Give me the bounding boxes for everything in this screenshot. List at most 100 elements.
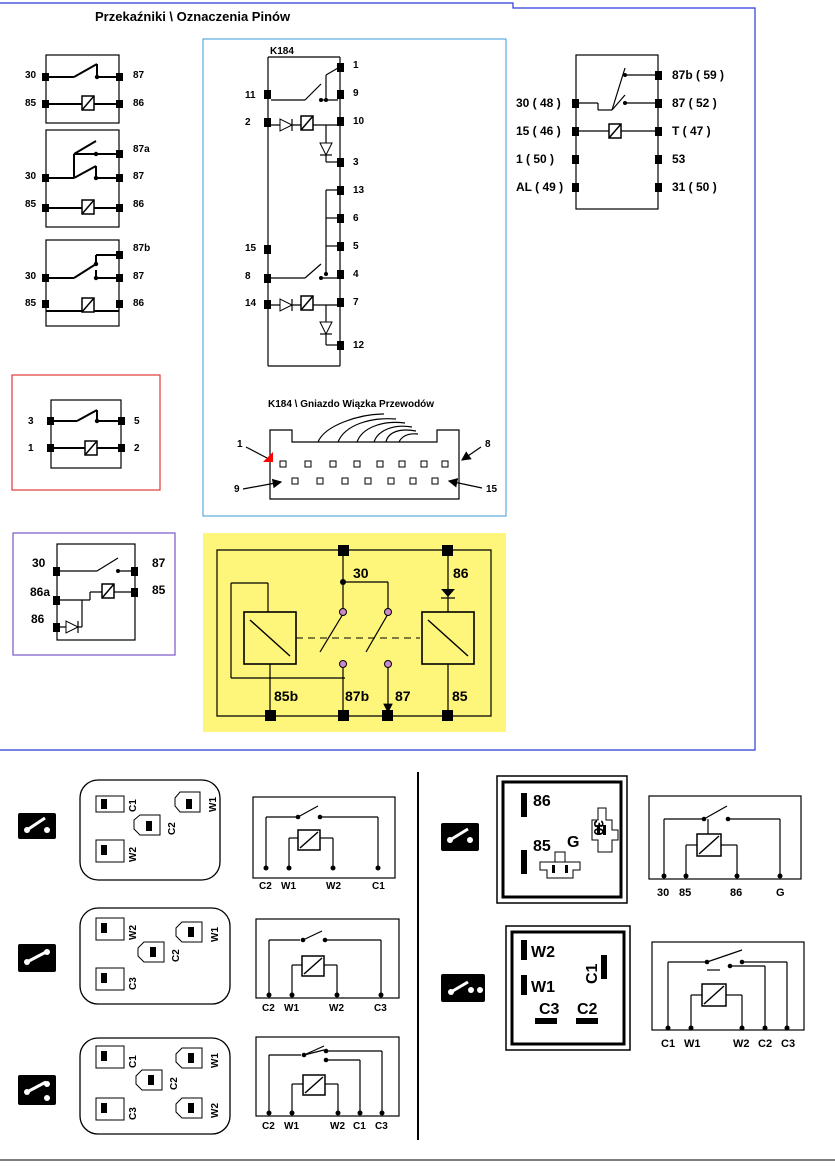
k184-pin-8: 8 bbox=[245, 271, 251, 282]
relay1-pin-87: 87 bbox=[133, 70, 145, 81]
yellow-pin-87: 87 bbox=[395, 688, 411, 704]
socket-b-c2: C2 bbox=[171, 949, 182, 962]
k184-pin-10: 10 bbox=[353, 116, 365, 127]
socket-e: W2 W1 C1 C3 C2 bbox=[505, 925, 631, 1051]
circuit-c-w1: W1 bbox=[284, 1121, 299, 1132]
k184-pin-9: 9 bbox=[353, 88, 359, 99]
relay2-pin-86: 86 bbox=[133, 199, 145, 210]
socket-a-w2: W2 bbox=[128, 847, 139, 862]
relay5-pin-86: 86 bbox=[31, 612, 45, 626]
socket-e-c1: C1 bbox=[584, 963, 601, 984]
relay3-pin-85: 85 bbox=[25, 298, 37, 309]
relay1-pin-86: 86 bbox=[133, 98, 145, 109]
outer-frame bbox=[0, 2, 756, 751]
k184-pin-2: 2 bbox=[245, 117, 251, 128]
relay3-pin-87: 87 bbox=[133, 271, 145, 282]
circuit-a-w1: W1 bbox=[281, 881, 296, 892]
circuit-e-w2: W2 bbox=[733, 1038, 750, 1050]
k184-pin-15: 15 bbox=[245, 243, 257, 254]
relay4-pin-2: 2 bbox=[134, 443, 140, 454]
circuit-c: C2 W1 W2 C1 C3 bbox=[255, 1036, 400, 1132]
relay-3: 87b 30 87 85 86 bbox=[25, 239, 150, 327]
socket-d-g: G bbox=[567, 834, 579, 851]
k184-pin-5: 5 bbox=[353, 241, 359, 252]
socket-d: 86 30 85 G bbox=[496, 775, 628, 904]
socket-pin-1: 1 bbox=[237, 439, 243, 450]
rr-label-1-50: 1 ( 50 ) bbox=[516, 152, 554, 166]
k184-pin-13: 13 bbox=[353, 185, 365, 196]
socket-e-w2: W2 bbox=[531, 944, 555, 961]
circuit-a: C2 W1 W2 C1 bbox=[252, 796, 396, 892]
rr-label-al-49: AL ( 49 ) bbox=[516, 180, 563, 194]
switch-symbol-icon-e bbox=[441, 974, 485, 1002]
relay3-pin-87b: 87b bbox=[133, 243, 150, 254]
circuit-e-c1: C1 bbox=[661, 1038, 675, 1050]
circuit-e-w1: W1 bbox=[684, 1038, 701, 1050]
relay3-pin-30: 30 bbox=[25, 271, 37, 282]
yellow-pin-85: 85 bbox=[452, 688, 468, 704]
circuit-b-w2: W2 bbox=[329, 1003, 344, 1014]
socket-c-w2: W2 bbox=[210, 1103, 221, 1118]
k184-title: K184 bbox=[270, 46, 294, 57]
relay5-pin-87: 87 bbox=[152, 556, 166, 570]
k184-pin-11: 11 bbox=[245, 90, 256, 101]
circuit-b: C2 W1 W2 C3 bbox=[255, 918, 400, 1014]
circuit-a-w2: W2 bbox=[326, 881, 341, 892]
switch-symbol-icon-d bbox=[441, 823, 479, 851]
socket-c: C1 W1 C2 C3 W2 bbox=[79, 1037, 231, 1135]
k184-pin-14: 14 bbox=[245, 298, 257, 309]
switch-symbol-icon-c bbox=[18, 1075, 56, 1105]
relay5-pin-30: 30 bbox=[32, 556, 46, 570]
socket-a-c2: C2 bbox=[167, 822, 178, 835]
socket-b: W2 W1 C2 C3 bbox=[79, 907, 231, 1005]
circuit-d: 30 85 86 G bbox=[648, 795, 802, 899]
socket-e-c3: C3 bbox=[539, 1001, 560, 1018]
k184-pin-4: 4 bbox=[353, 269, 359, 280]
circuit-a-c1: C1 bbox=[372, 881, 385, 892]
relay2-pin-85: 85 bbox=[25, 199, 37, 210]
k184-block: K184 bbox=[202, 38, 507, 517]
switch-symbol-icon-b bbox=[18, 944, 56, 972]
socket-c-c2: C2 bbox=[169, 1077, 180, 1090]
rr-label-53: 53 bbox=[672, 152, 686, 166]
relay1-pin-30: 30 bbox=[25, 70, 37, 81]
circuit-b-c3: C3 bbox=[374, 1003, 387, 1014]
relay5-pin-86a: 86a bbox=[30, 585, 50, 599]
k184-pin-6: 6 bbox=[353, 213, 359, 224]
right-relay: 30 ( 48 ) 15 ( 46 ) 1 ( 50 ) AL ( 49 ) 8… bbox=[516, 54, 724, 210]
rr-label-30-48: 30 ( 48 ) bbox=[516, 96, 561, 110]
rr-label-87b-59: 87b ( 59 ) bbox=[672, 68, 724, 82]
socket-b-c3: C3 bbox=[128, 977, 139, 990]
socket-a-c1: C1 bbox=[128, 799, 139, 812]
socket-pin-9: 9 bbox=[234, 484, 240, 495]
socket-pin-15: 15 bbox=[486, 484, 498, 495]
relay-5: 30 87 86a 85 86 bbox=[12, 532, 176, 656]
relay5-pin-85: 85 bbox=[152, 583, 166, 597]
circuit-c-c1: C1 bbox=[353, 1121, 366, 1132]
yellow-panel bbox=[203, 533, 506, 732]
socket-e-c2: C2 bbox=[577, 1001, 598, 1018]
socket-b-w2: W2 bbox=[128, 925, 139, 940]
yellow-pin-30: 30 bbox=[353, 565, 369, 581]
page-title: Przekaźniki \ Oznaczenia Pinów bbox=[95, 9, 291, 24]
yellow-relay: 30 86 85b 87b 87 85 bbox=[203, 533, 506, 732]
socket-d-30: 30 bbox=[591, 820, 607, 836]
k184-pin-3: 3 bbox=[353, 157, 359, 168]
relay4-pin-3: 3 bbox=[28, 416, 34, 427]
circuit-d-30: 30 bbox=[657, 887, 669, 899]
k184-pin-1: 1 bbox=[353, 60, 359, 71]
rr-label-87-52: 87 ( 52 ) bbox=[672, 96, 717, 110]
rr-label-t-47: T ( 47 ) bbox=[672, 124, 711, 138]
relay2-pin-87a: 87a bbox=[133, 144, 150, 155]
k184-pin-12: 12 bbox=[353, 340, 365, 351]
circuit-a-c2: C2 bbox=[259, 881, 272, 892]
socket-d-85: 85 bbox=[533, 838, 551, 855]
relay4-pin-1: 1 bbox=[28, 443, 34, 454]
socket-c-c1: C1 bbox=[128, 1055, 139, 1068]
relay-1: 30 87 85 86 bbox=[25, 54, 145, 124]
circuit-e-c3: C3 bbox=[781, 1038, 795, 1050]
relay2-pin-30: 30 bbox=[25, 171, 37, 182]
yellow-pin-85b: 85b bbox=[274, 688, 298, 704]
circuit-d-86: 86 bbox=[730, 887, 742, 899]
